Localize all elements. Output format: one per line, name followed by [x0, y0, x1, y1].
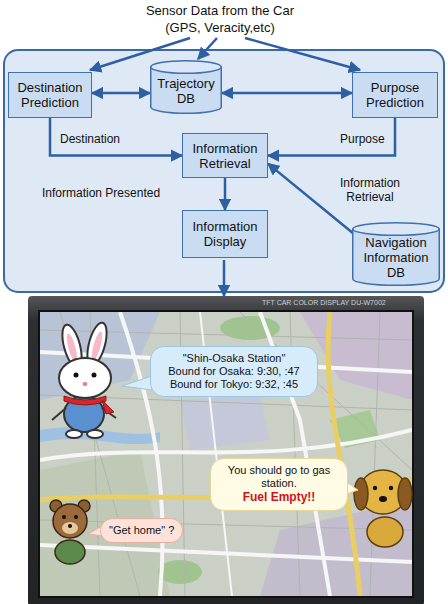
node-text: You should go to gas station.	[219, 464, 339, 490]
navigation-map	[40, 312, 412, 596]
bear-character	[68, 524, 72, 528]
node-text: Purpose Prediction	[357, 80, 433, 110]
speech-bubble: "Get home" ?	[100, 518, 183, 543]
node-text: "Shin-Osaka Station"	[183, 352, 286, 365]
node-text: Destination Prediction	[13, 80, 87, 110]
node-text: Trajectory DB	[154, 76, 218, 106]
rabbit-character	[52, 321, 116, 438]
speech-bubble-tail	[122, 376, 152, 390]
speech-bubble: "Shin-Osaka Station"Bound for Osaka: 9:3…	[150, 346, 318, 397]
dog-character	[379, 496, 387, 502]
database-cylinder: Navigation Information DB	[352, 222, 440, 286]
navigation-map	[40, 430, 412, 460]
heading-text: (GPS, Veracity,etc)	[120, 20, 320, 35]
rabbit-character	[74, 373, 79, 378]
rabbit-character	[66, 430, 82, 438]
system-panel	[4, 50, 444, 292]
rabbit-character	[87, 430, 103, 438]
bear-character	[55, 540, 85, 564]
cylinder-body	[353, 229, 440, 285]
node-text: Information Display	[187, 219, 263, 249]
flow-arrow	[224, 178, 227, 210]
database-cylinder: Trajectory DB	[150, 60, 222, 114]
node-text: Navigation Information DB	[356, 235, 436, 280]
dog-character	[354, 470, 412, 547]
speech-bubble: You should go to gas station.Fuel Empty!…	[210, 458, 348, 511]
rabbit-character	[64, 396, 106, 405]
bear-character	[74, 515, 78, 519]
dog-character	[354, 478, 368, 510]
system-panel	[4, 50, 444, 292]
flow-arrow	[222, 92, 352, 95]
navigation-map	[40, 520, 412, 530]
rabbit-character	[83, 382, 88, 386]
display-arrow	[224, 260, 225, 296]
display-arrow	[223, 260, 226, 296]
dog-character	[373, 486, 377, 490]
edge-label: Destination	[58, 132, 122, 146]
node-subtext: Bound for Tokyo: 9:32, :45	[170, 378, 298, 391]
bear-character	[62, 515, 66, 519]
process-box: Information Retrieval	[182, 133, 268, 178]
flow-arrow	[92, 92, 150, 95]
dog-character	[367, 517, 403, 547]
navigation-map	[328, 312, 360, 596]
sensor-arrow	[198, 38, 217, 59]
speech-bubble-tail	[88, 376, 358, 536]
navigation-map	[40, 312, 412, 596]
cylinder-top	[353, 223, 440, 236]
edge-label: Information Retrieval	[330, 176, 410, 204]
navigation-map	[40, 427, 160, 444]
heading-text: Sensor Data from the Car	[120, 3, 320, 18]
sensor-arrow	[90, 38, 360, 70]
node-text: "Get home" ?	[109, 524, 174, 537]
navigation-map	[370, 312, 380, 596]
node-subtext: Bound for Osaka: 9:30, :47	[168, 365, 299, 378]
flow-arrow	[50, 118, 182, 156]
display-bezel	[28, 296, 424, 604]
rabbit-character	[59, 358, 111, 398]
sensor-arrow	[245, 38, 360, 70]
bear-character	[50, 500, 90, 564]
rabbit-character	[52, 408, 66, 420]
navigation-map	[40, 312, 412, 596]
edge-label: Purpose	[338, 132, 387, 146]
navigation-map	[40, 312, 412, 596]
node-subtext: Fuel Empty!!	[243, 490, 316, 505]
navigation-map	[158, 560, 202, 584]
dog-character	[398, 478, 412, 510]
edge-label: Information Presented	[40, 186, 162, 200]
node-text: Information Retrieval	[187, 141, 263, 171]
display-bezel	[39, 311, 413, 597]
bezel-text: TFT CAR COLOR DISPLAY DU-W7002	[262, 299, 386, 306]
navigation-map	[260, 500, 412, 596]
navigation-map	[40, 312, 412, 596]
process-box: Destination Prediction	[8, 72, 92, 118]
rabbit-character	[90, 331, 105, 362]
cylinder-top	[151, 61, 222, 74]
dog-character	[389, 486, 393, 490]
display-bezel	[28, 296, 424, 604]
bear-character	[53, 504, 87, 538]
process-box: Purpose Prediction	[352, 72, 438, 118]
rabbit-character	[102, 400, 114, 414]
flow-arrow	[268, 118, 395, 156]
process-box: Information Display	[182, 210, 268, 258]
rabbit-character	[92, 373, 97, 378]
bear-character	[62, 522, 78, 534]
